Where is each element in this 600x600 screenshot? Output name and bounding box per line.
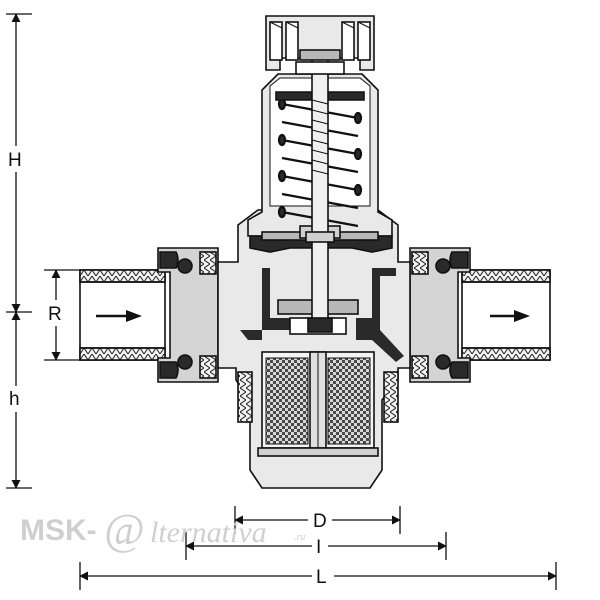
- dim-label-H: H: [8, 150, 22, 171]
- watermark-tld: .ru: [294, 532, 305, 543]
- filter-cartridge: [257, 351, 379, 457]
- dim-label-h: h: [9, 389, 20, 410]
- dim-label-L: L: [316, 567, 327, 588]
- outlet-flow-arrow: [490, 310, 530, 322]
- watermark-at: @: [104, 505, 144, 554]
- dimension-labels: H R h D I L: [4, 146, 334, 590]
- watermark-right: lternativa: [150, 516, 267, 549]
- dim-label-D: D: [313, 511, 327, 532]
- dim-label-R: R: [48, 304, 62, 325]
- dim-label-I: I: [316, 537, 321, 558]
- inlet-pipe: [79, 269, 166, 361]
- inlet-flow-arrow: [96, 310, 142, 322]
- watermark: MSK- @ lternativa .ru: [20, 505, 305, 554]
- inlet-union-nut: [157, 247, 219, 383]
- valve-drawing: [79, 15, 551, 489]
- flow-arrows: [96, 310, 530, 322]
- adjusting-cap: [265, 15, 375, 75]
- watermark-left: MSK-: [20, 514, 97, 547]
- outlet-union-nut: [409, 247, 471, 383]
- adjusting-stem: [305, 27, 335, 333]
